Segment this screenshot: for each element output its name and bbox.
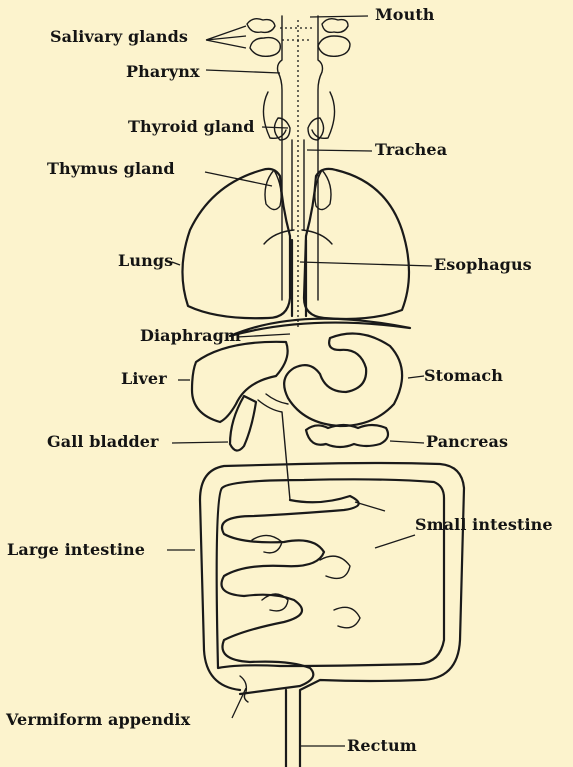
label-mouth: Mouth [375,6,435,24]
stomach-leader [408,376,424,378]
label-salivary-glands: Salivary glands [50,28,188,46]
trachea-leader [307,150,372,151]
label-pharynx: Pharynx [126,63,200,81]
label-gall-bladder: Gall bladder [47,433,159,451]
small-intestine-leader [355,502,415,548]
bile-duct [258,394,290,500]
label-diaphragm: Diaphragm [140,327,241,345]
label-trachea: Trachea [375,141,447,159]
lungs [182,169,409,319]
label-small-intestine: Small intestine [415,516,553,534]
label-esophagus: Esophagus [434,256,532,274]
label-stomach: Stomach [424,367,503,385]
large-intestine [200,463,464,767]
label-rectum: Rectum [347,737,417,755]
esophagus-leader [300,262,432,266]
small-intestine [222,496,361,694]
label-lungs: Lungs [118,252,173,270]
label-liver: Liver [121,370,167,388]
salivary-leader [206,26,246,48]
stomach [284,334,402,427]
gallbladder-leader [172,442,228,443]
label-large-intestine: Large intestine [7,541,145,559]
label-vermiform-appendix: Vermiform appendix [6,711,190,729]
label-thymus-gland: Thymus gland [47,160,175,178]
label-pancreas: Pancreas [426,433,508,451]
gall-bladder [230,396,256,451]
pancreas [306,425,388,447]
diaphragm [230,319,410,336]
diaphragm-leader [237,334,290,337]
label-thyroid-gland: Thyroid gland [128,118,255,136]
pancreas-leader [390,441,424,443]
pharynx-leader [206,70,280,73]
